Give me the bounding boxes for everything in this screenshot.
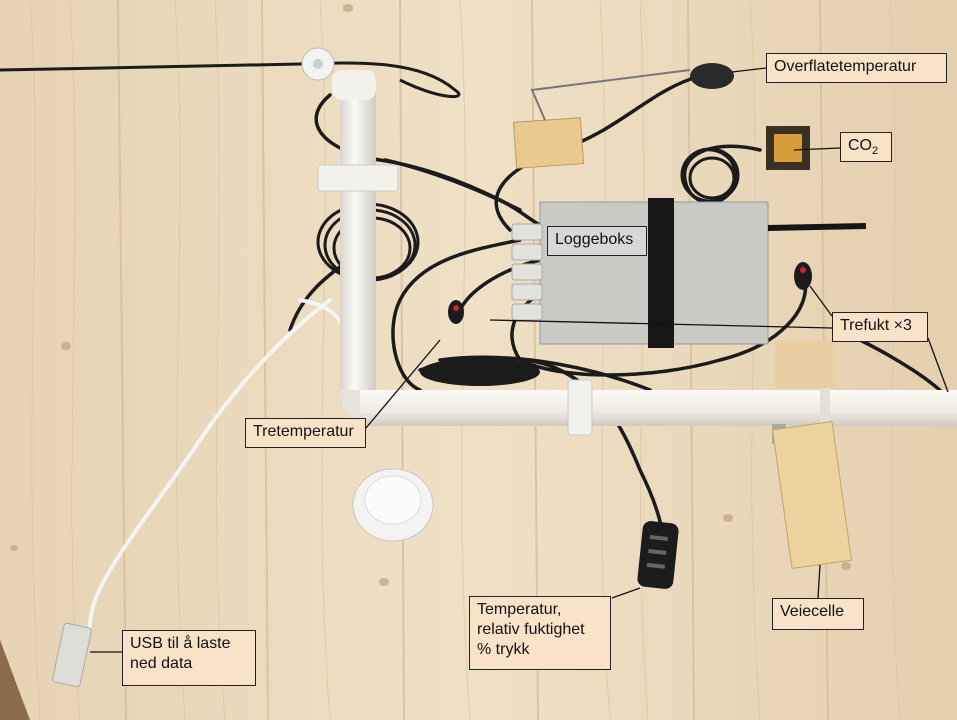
load-cell-sample <box>771 420 853 570</box>
co2-sensor <box>766 126 810 170</box>
moisture-pins <box>448 262 812 324</box>
surface-sensor <box>690 63 734 89</box>
cable-bundle <box>420 358 540 386</box>
label-temperatur-fuktighet-trykk: Temperatur, relativ fuktighet % trykk <box>469 596 611 670</box>
surface-sensor-wire <box>530 69 691 121</box>
label-loggeboks: Loggeboks <box>547 226 647 256</box>
label-trefukt: Trefukt ×3 <box>832 312 928 342</box>
label-co2: CO2 <box>840 132 892 162</box>
label-overflatetemperatur: Overflatetemperatur <box>766 53 947 83</box>
sprinkler-icon <box>301 47 335 81</box>
label-veiecelle: Veiecelle <box>772 598 864 630</box>
label-co2-text: CO <box>848 137 872 154</box>
label-tretemperatur: Tretemperatur <box>245 418 366 448</box>
wood-sample-top <box>512 117 585 169</box>
temp-humidity-sensor <box>637 521 679 589</box>
usb-plug-icon <box>52 622 92 688</box>
label-co2-subscript: 2 <box>872 145 879 158</box>
label-usb: USB til å laste ned data <box>122 630 256 686</box>
smoke-detector-icon <box>352 468 434 542</box>
wood-block-right <box>775 340 835 388</box>
